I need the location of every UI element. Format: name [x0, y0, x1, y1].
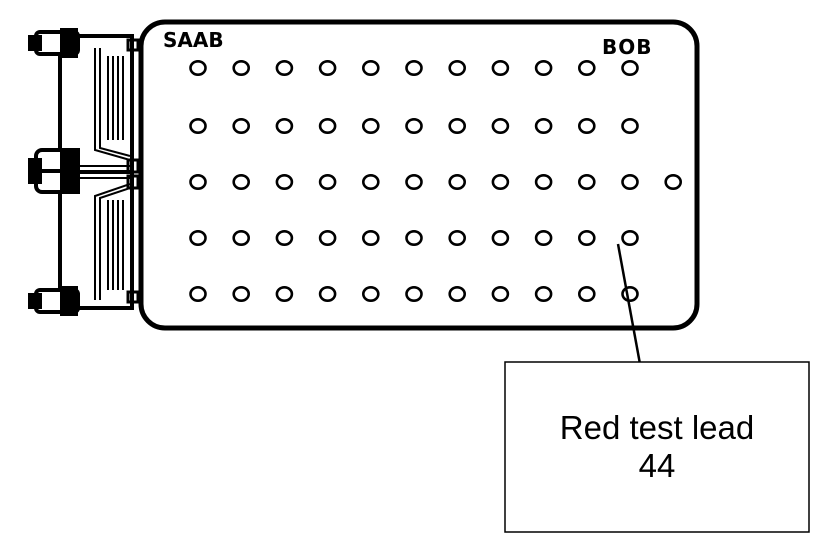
pin-socket — [577, 174, 596, 191]
callout-leader-line — [616, 243, 642, 365]
pin-socket — [405, 174, 423, 191]
pin-socket — [664, 174, 683, 191]
pin-socket — [232, 118, 250, 135]
pin-socket — [361, 59, 380, 76]
box-label: BOB — [602, 35, 653, 59]
pin-socket — [534, 174, 553, 191]
brand-label: SAAB — [163, 28, 224, 52]
pin-socket — [232, 174, 250, 191]
callout-line-2: 44 — [638, 447, 676, 484]
pin-socket — [534, 118, 553, 135]
pin-socket — [275, 118, 294, 135]
callout-label: Red test lead 44 — [505, 362, 809, 532]
pin-socket — [448, 285, 467, 302]
pin-socket — [621, 174, 639, 191]
pin-socket — [361, 230, 380, 247]
pin-socket — [621, 59, 639, 76]
pin-socket — [621, 230, 639, 247]
pin-socket — [275, 59, 294, 76]
pin-socket — [491, 174, 510, 191]
pin-socket — [361, 118, 380, 135]
pin-socket — [448, 118, 467, 135]
pin-socket — [577, 230, 596, 247]
plug-middle — [28, 148, 80, 194]
pin-socket — [491, 285, 510, 302]
pin-socket — [275, 174, 294, 191]
plug-top — [28, 28, 80, 58]
pin-socket — [405, 285, 423, 302]
connector-assembly — [58, 34, 140, 310]
pin-socket — [491, 59, 510, 76]
upper-cable-bundle — [94, 48, 131, 161]
pin-socket — [189, 174, 207, 191]
pin-socket — [621, 285, 639, 302]
pin-socket — [189, 230, 207, 247]
callout-line-1: Red test lead — [559, 409, 755, 446]
pin-socket — [534, 230, 553, 247]
plug-bottom — [28, 286, 80, 316]
callout-box — [504, 361, 810, 533]
pin-socket — [577, 118, 596, 135]
pin-socket — [318, 118, 337, 135]
pin-socket — [621, 118, 639, 135]
pin-socket — [275, 230, 294, 247]
pin-socket — [318, 59, 337, 76]
pin-socket — [448, 230, 467, 247]
pin-socket — [189, 59, 207, 76]
lower-cable-bundle — [94, 183, 131, 300]
pin-socket — [361, 174, 380, 191]
pin-socket — [361, 285, 380, 302]
pin-socket — [232, 285, 250, 302]
pin-socket — [275, 285, 294, 302]
pin-socket — [405, 59, 423, 76]
pin-socket — [534, 59, 553, 76]
pin-socket — [189, 285, 207, 302]
pin-socket — [189, 118, 207, 135]
pin-socket — [405, 118, 423, 135]
breakout-box — [138, 19, 700, 331]
pin-socket — [232, 59, 250, 76]
pin-socket — [318, 230, 337, 247]
pin-socket — [491, 118, 510, 135]
pin-socket — [534, 285, 553, 302]
pin-socket — [448, 59, 467, 76]
pin-socket — [405, 230, 423, 247]
pin-socket — [318, 285, 337, 302]
pin-socket — [491, 230, 510, 247]
pin-socket — [232, 230, 250, 247]
pin-socket — [318, 174, 337, 191]
pin-socket — [577, 59, 596, 76]
pin-socket — [448, 174, 467, 191]
pin-socket — [577, 285, 596, 302]
pin-grid — [189, 59, 683, 302]
